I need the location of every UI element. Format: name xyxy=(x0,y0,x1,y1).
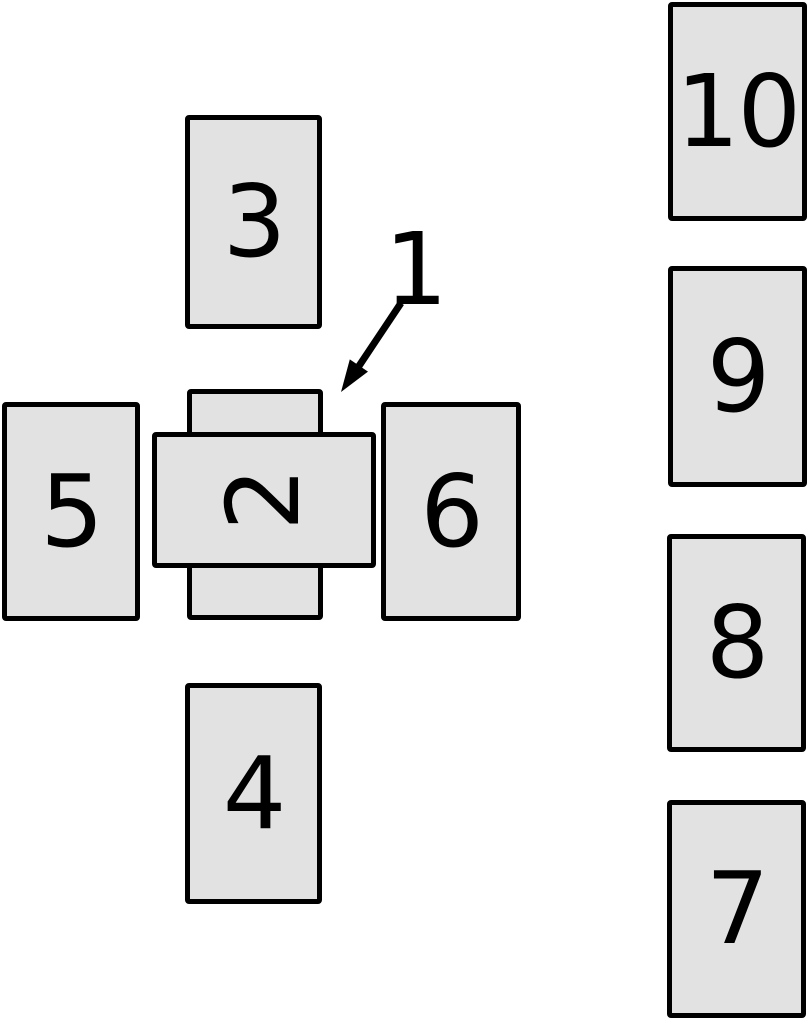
card-5-number: 5 xyxy=(40,452,104,570)
card-7: 7 xyxy=(667,800,806,1018)
card-2: 2 xyxy=(152,432,376,568)
card-4-number: 4 xyxy=(222,734,287,852)
card-3: 3 xyxy=(185,115,322,329)
card-3-number: 3 xyxy=(222,163,287,280)
card-4: 4 xyxy=(185,683,322,904)
card-5: 5 xyxy=(2,402,140,621)
card-6: 6 xyxy=(381,402,521,621)
card-7-number: 7 xyxy=(705,850,770,967)
card-6-number: 6 xyxy=(420,452,484,570)
annotation-label-1: 1 xyxy=(384,211,448,328)
card-8: 8 xyxy=(667,534,806,752)
card-10: 10 xyxy=(668,2,807,221)
card-9-number: 9 xyxy=(706,317,771,435)
card-10-number: 10 xyxy=(675,52,801,170)
card-9: 9 xyxy=(668,266,807,487)
card-2-number: 2 xyxy=(205,469,322,531)
card-8-number: 8 xyxy=(705,584,770,701)
